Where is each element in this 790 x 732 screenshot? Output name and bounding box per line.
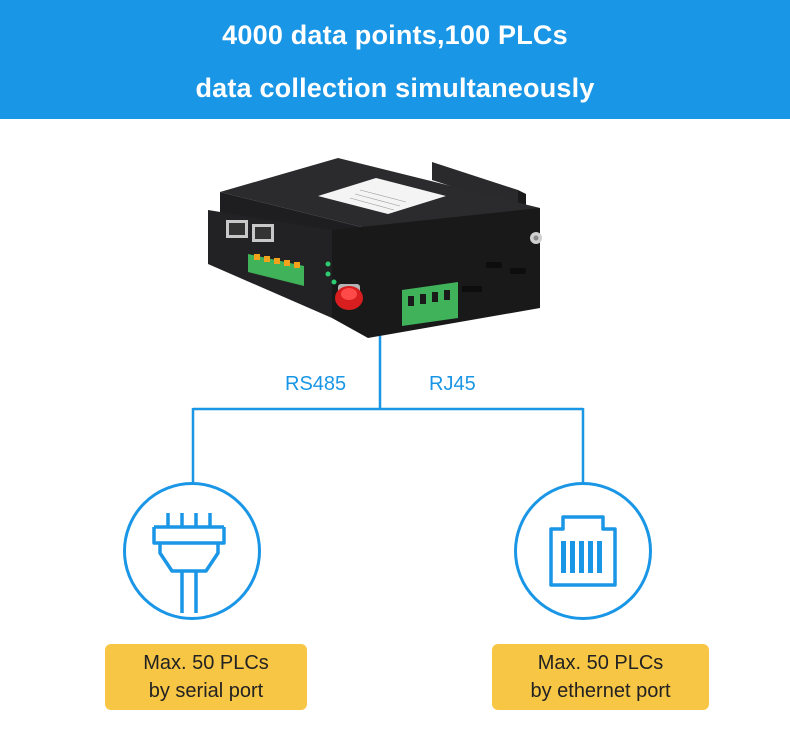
ethernet-port-info-line1: Max. 50 PLCs (537, 652, 664, 674)
serial-port-info-line1: Max. 50 PLCs (143, 652, 269, 674)
rj45-label: RJ45 (429, 373, 476, 395)
serial-port-info-line2: by serial port (148, 680, 264, 702)
serial-port-info-box: Max. 50 PLCs by serial port (105, 644, 307, 710)
ethernet-port-icon (514, 482, 652, 620)
serial-port-icon (123, 482, 261, 620)
ethernet-port-info-box: Max. 50 PLCs by ethernet port (492, 644, 709, 710)
rs485-label: RS485 (285, 373, 347, 395)
banner-title-line2: data collection simultaneously (195, 73, 595, 103)
header-banner: 4000 data points,100 PLCs data collectio… (0, 0, 790, 119)
banner-title-line1: 4000 data points,100 PLCs (222, 20, 568, 50)
ethernet-port-info-line2: by ethernet port (530, 680, 671, 702)
gateway-device-image (200, 150, 560, 350)
